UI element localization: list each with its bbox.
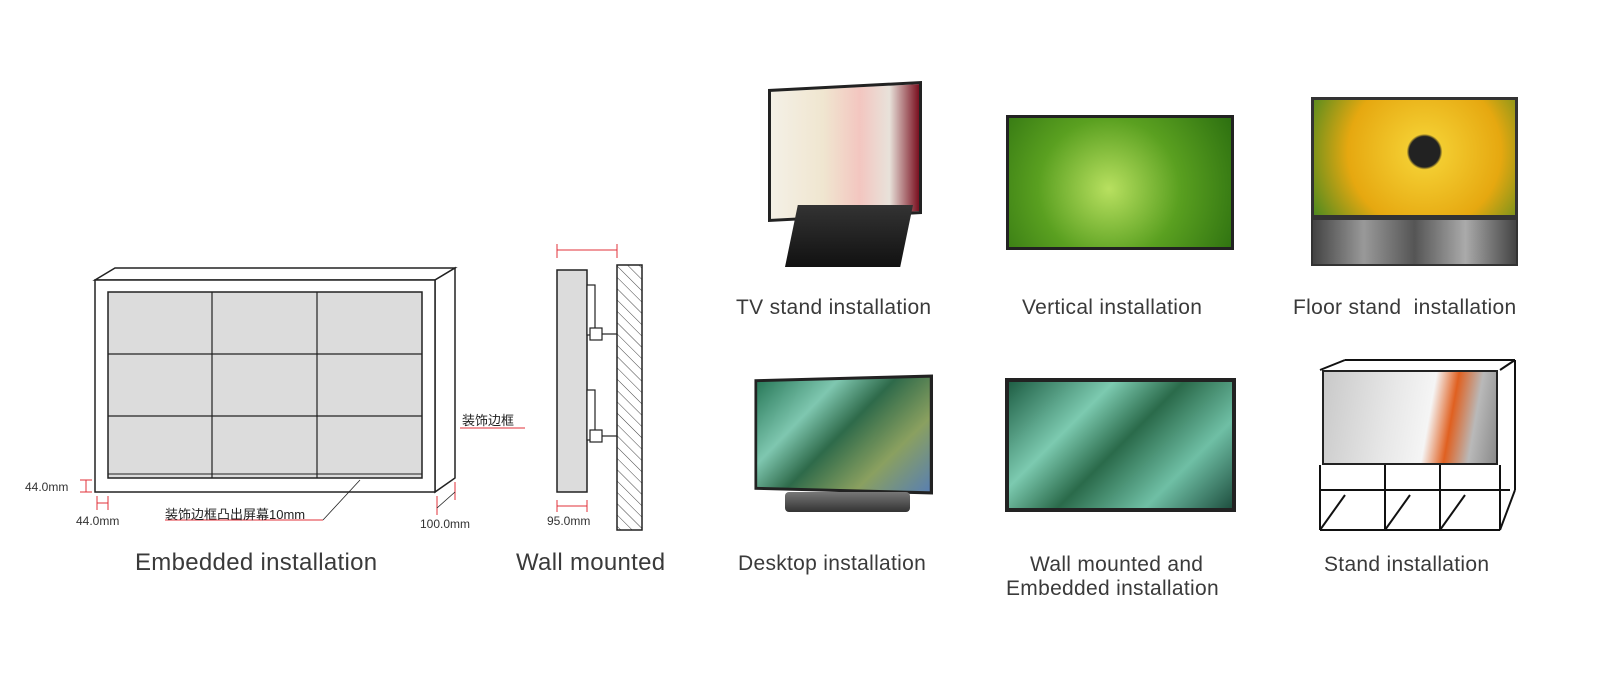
dim-left: 44.0mm [76,514,119,528]
desktop-base [785,492,910,512]
floor-stand-cabinet [1311,218,1518,266]
desktop-label: Desktop installation [738,552,926,576]
frame-label: 装饰边框 [462,410,514,429]
dim-top: 44.0mm [25,480,68,494]
stand-label: Stand installation [1324,553,1489,577]
vertical-photo [1006,115,1234,250]
embedded-title: Embedded installation [135,549,377,577]
tv-stand-photo [768,81,922,222]
wall-embedded-label-2: Embedded installation [1006,577,1219,601]
tv-stand-label: TV stand installation [736,296,931,320]
desktop-photo [754,374,933,494]
wall-dim-depth: 95.0mm [547,514,590,528]
floor-stand-photo [1311,97,1518,218]
wall-embedded-label-1: Wall mounted and [1030,553,1203,577]
floor-stand-label: Floor stand installation [1293,296,1516,320]
vertical-label: Vertical installation [1022,296,1202,320]
embedded-drawing [80,268,525,520]
wall-embedded-photo [1005,378,1236,512]
dim-depth: 100.0mm [420,517,470,531]
stand-photo [1322,370,1498,465]
protrude-label: 装饰边框凸出屏幕10mm [165,504,305,523]
wall-mounted-drawing [557,244,642,530]
wall-mounted-title: Wall mounted [516,549,665,577]
tv-stand-base [785,205,913,267]
